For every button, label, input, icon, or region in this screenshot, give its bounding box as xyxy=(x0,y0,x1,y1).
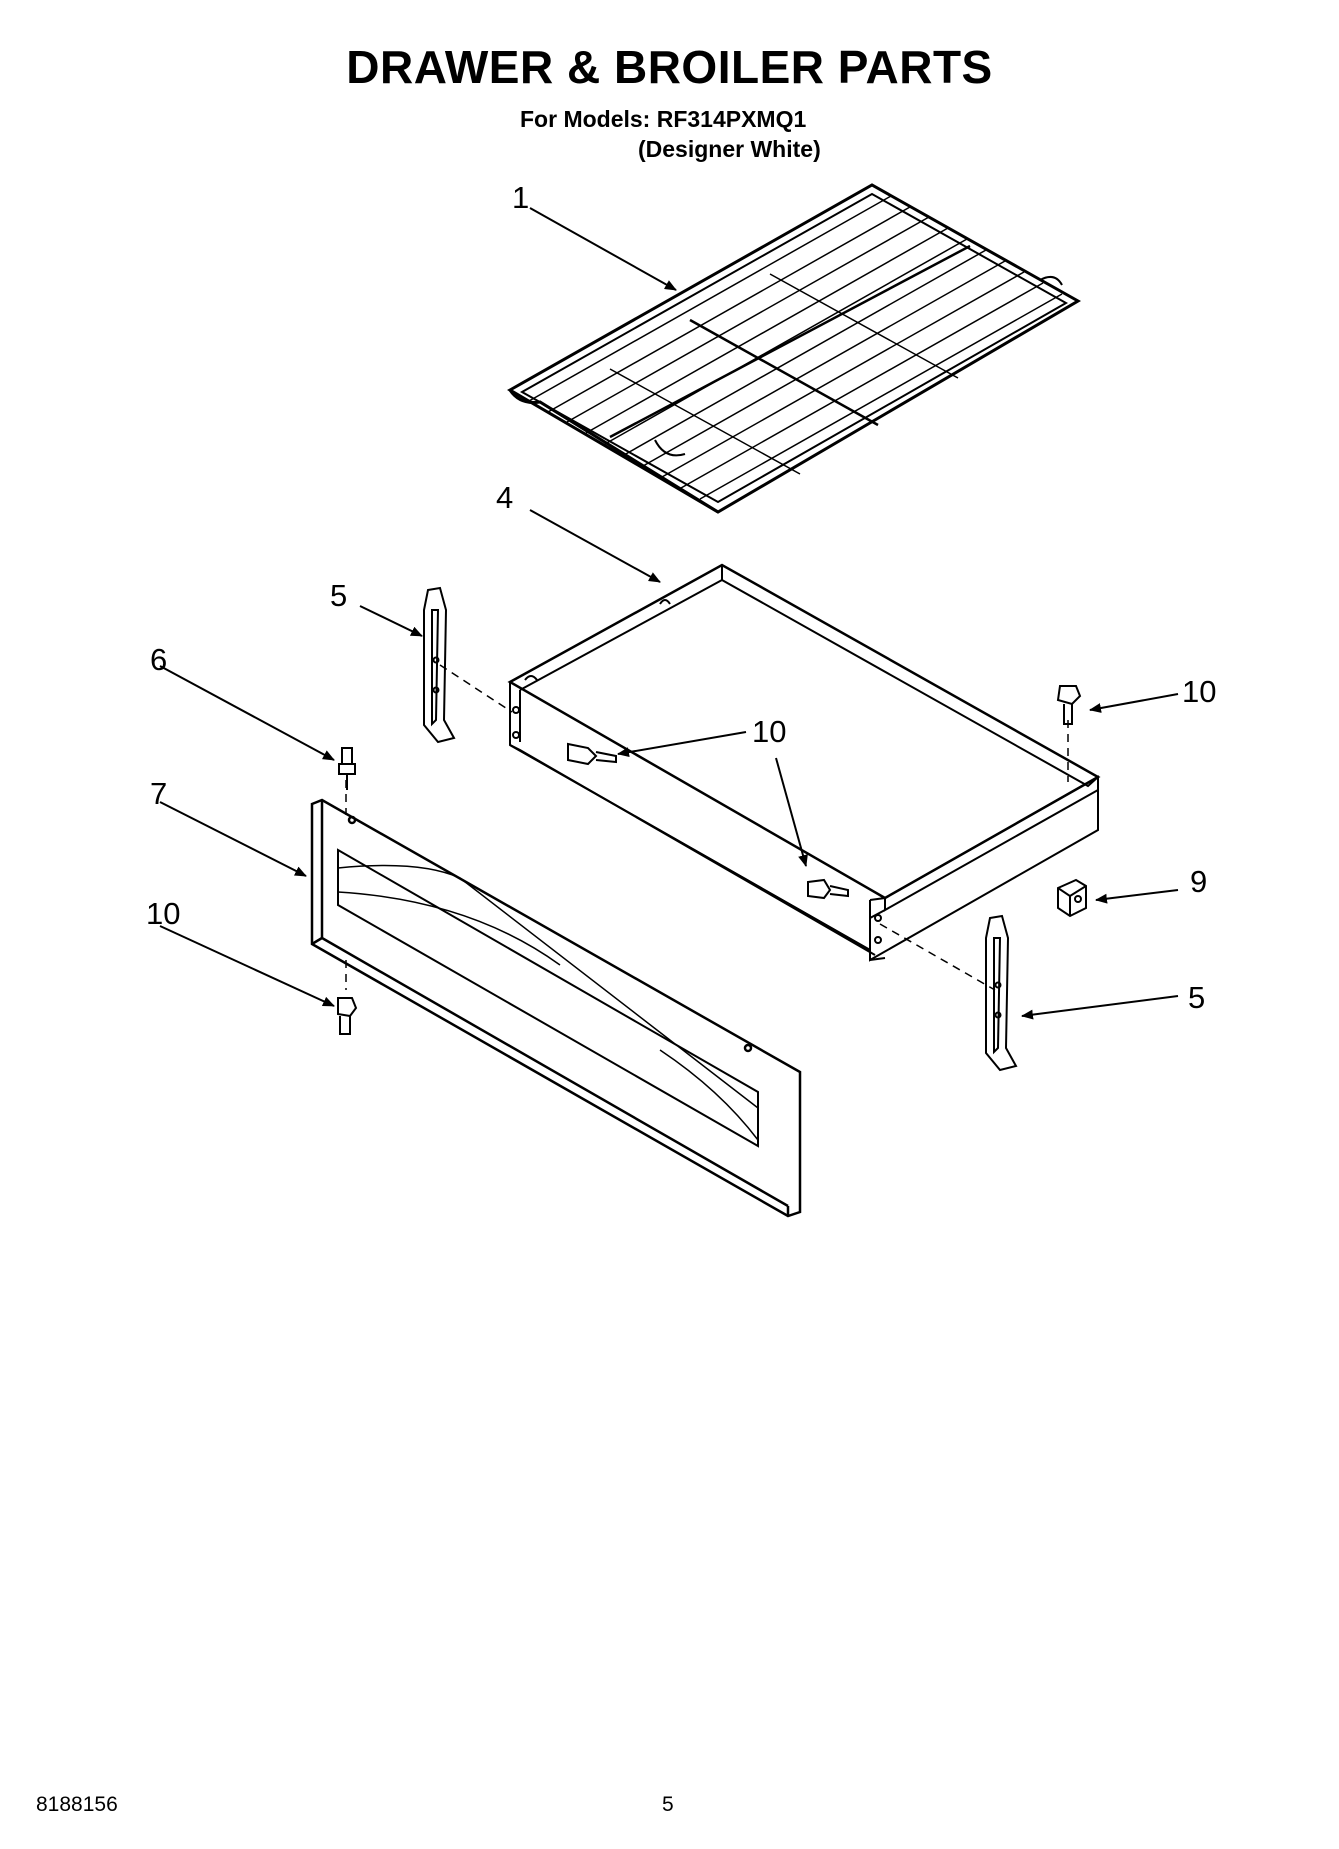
page-number: 5 xyxy=(662,1793,674,1816)
document-number: 8188156 xyxy=(36,1793,118,1816)
drawer-front-panel xyxy=(310,798,802,1218)
callout-rack: 1 xyxy=(512,180,530,215)
screw-center xyxy=(567,742,617,766)
right-drawer-slide xyxy=(985,914,1018,1072)
callout-screw-upper-right: 10 xyxy=(1182,674,1217,709)
clip xyxy=(1057,878,1087,918)
rack-wires xyxy=(528,195,1063,500)
page-title: DRAWER & BROILER PARTS xyxy=(346,41,993,93)
model-color: (Designer White) xyxy=(638,136,821,162)
callout-right-slide: 5 xyxy=(1188,980,1206,1015)
callout-left-slide: 5 xyxy=(330,578,348,613)
screw-lower-center xyxy=(807,878,849,900)
broiler-rack xyxy=(506,183,1082,514)
callout-drawer-front: 7 xyxy=(150,776,168,811)
model-number: For Models: RF314PXMQ1 xyxy=(520,106,807,132)
left-drawer-slide xyxy=(423,586,456,744)
broiler-drawer-pan xyxy=(507,563,1101,962)
callout-clip: 9 xyxy=(1190,864,1208,899)
callout-leaders xyxy=(159,207,1179,1020)
callout-stud: 6 xyxy=(150,642,168,677)
callout-broiler-pan: 4 xyxy=(496,480,514,515)
callout-screw-lower-left: 10 xyxy=(146,896,181,931)
callout-screw-center: 10 xyxy=(752,714,787,749)
stud xyxy=(338,747,356,790)
screw-upper-right xyxy=(1056,685,1082,725)
screw-lower-left xyxy=(337,997,358,1035)
